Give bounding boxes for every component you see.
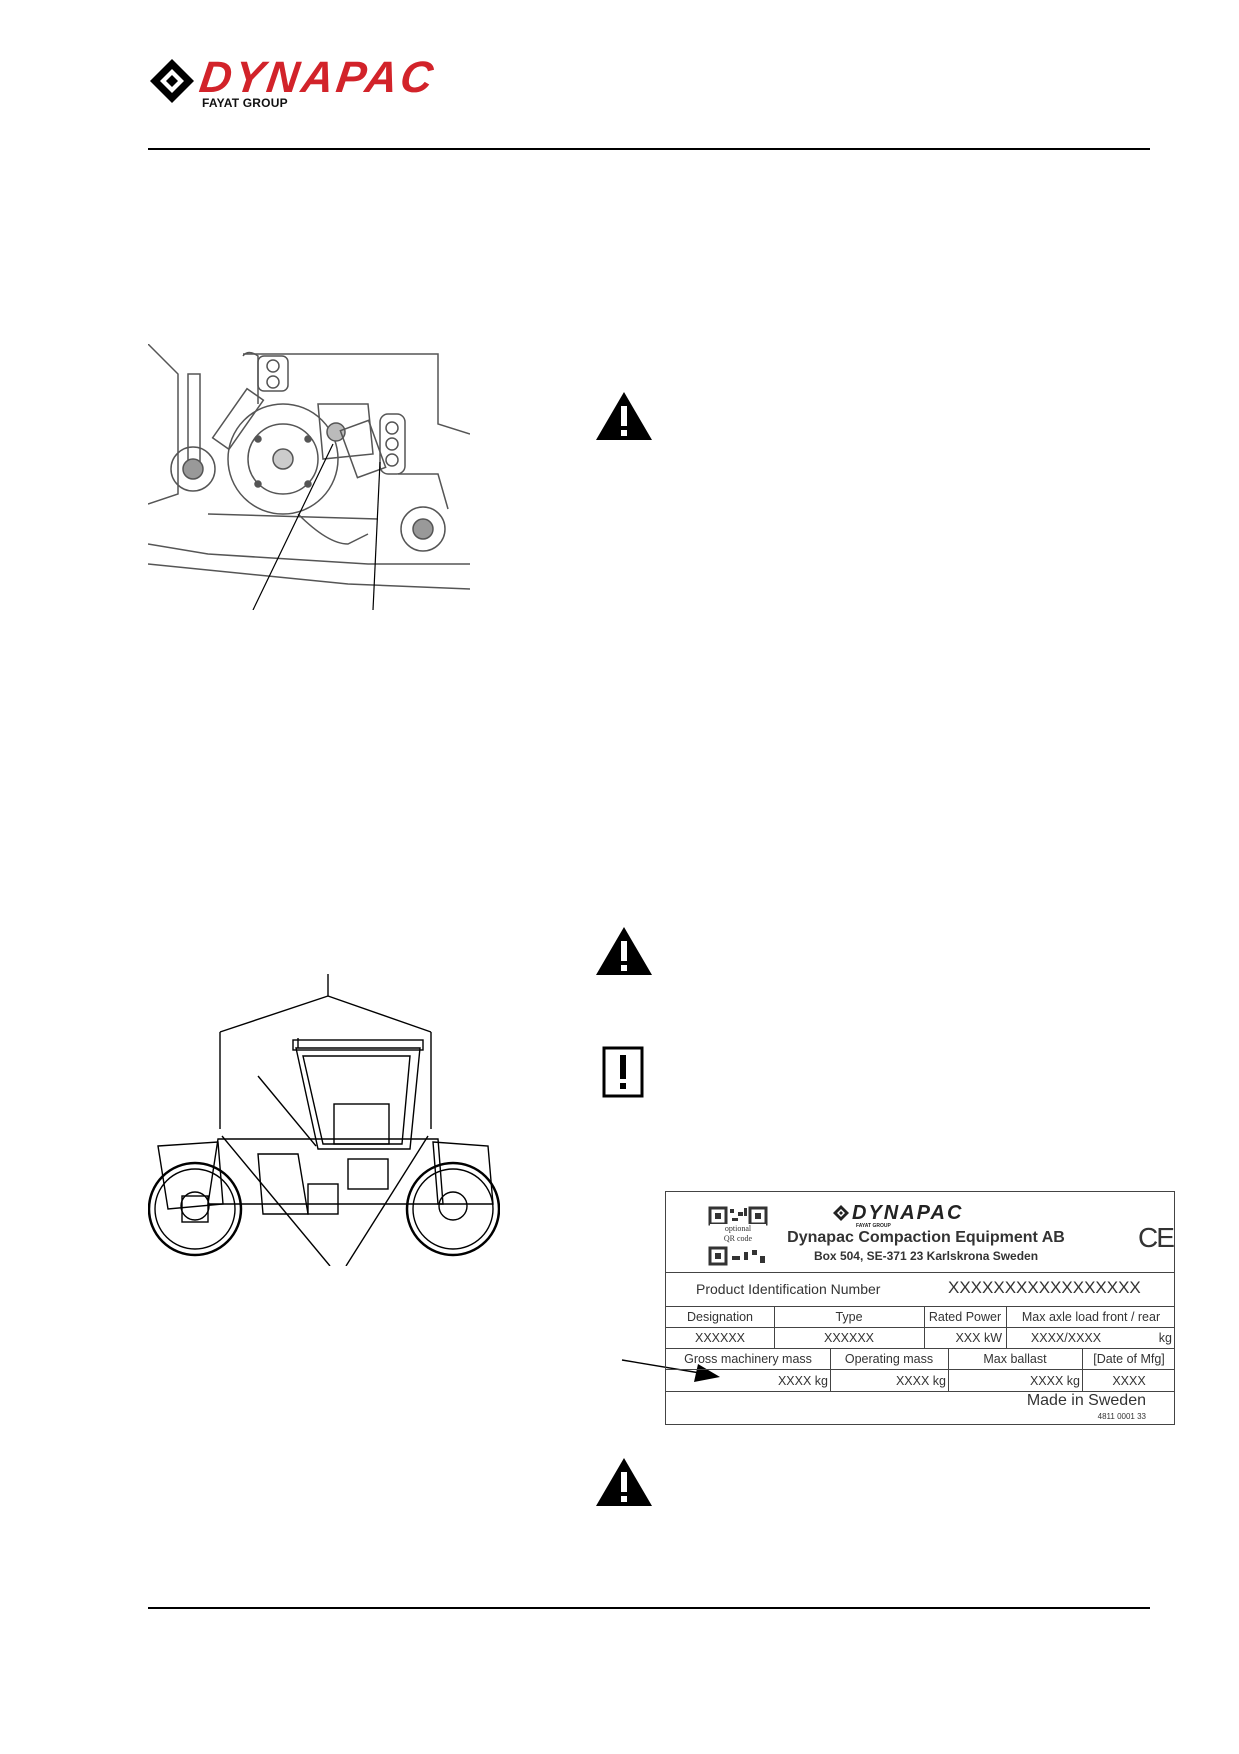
footer-rule — [148, 1607, 1150, 1609]
plate-company: Dynapac Compaction Equipment AB — [787, 1229, 1065, 1246]
value-max-axle-load-unit: kg — [1158, 1331, 1172, 1345]
value-max-ballast: XXXX kg — [1029, 1374, 1080, 1388]
value-designation: XXXXXX — [694, 1331, 746, 1345]
exclamation-box-icon — [602, 1046, 644, 1098]
plate-logo-text: DYNAPAC — [852, 1202, 964, 1224]
plate-address: Box 504, SE-371 23 Karlskrona Sweden — [813, 1249, 1039, 1263]
header-rule — [148, 148, 1150, 150]
roller-machine-illustration — [148, 974, 500, 1266]
ce-mark: CE — [1138, 1222, 1175, 1253]
header-gross-mass: Gross machinery mass — [684, 1352, 812, 1366]
header-operating-mass: Operating mass — [844, 1352, 934, 1366]
brand-subtitle: FAYAT GROUP — [202, 96, 288, 110]
value-date-of-mfg: XXXX — [1112, 1374, 1146, 1388]
dynapac-logo-icon — [150, 59, 194, 103]
value-operating-mass: XXXX kg — [895, 1374, 946, 1388]
plate-arrow — [621, 1359, 720, 1382]
value-gross-mass: XXXX kg — [777, 1374, 828, 1388]
plate-logo-subtitle: FAYAT GROUP — [856, 1223, 891, 1229]
value-max-axle-load: XXXX/XXXX — [1030, 1331, 1102, 1345]
header-designation: Designation — [686, 1310, 753, 1324]
warning-triangle-icon — [596, 1458, 652, 1506]
value-type: XXXXXX — [823, 1331, 875, 1345]
plate-part-number: 4811 0001 33 — [1097, 1412, 1146, 1421]
header-max-ballast: Max ballast — [983, 1352, 1047, 1366]
made-in: Made in Sweden — [1026, 1392, 1146, 1409]
header-type: Type — [835, 1310, 863, 1324]
header-rated-power: Rated Power — [928, 1310, 1002, 1324]
value-rated-power: XXX kW — [955, 1331, 1002, 1345]
warning-triangle-icon — [596, 392, 652, 440]
header-max-axle-load: Max axle load front / rear — [1021, 1310, 1161, 1324]
plate-logo-icon — [833, 1205, 849, 1221]
brand-name: DYNAPAC — [196, 53, 439, 102]
pin-value: XXXXXXXXXXXXXXXXX — [948, 1278, 1141, 1297]
hitch-illustration — [148, 344, 470, 610]
pin-label: Product Identification Number — [696, 1281, 881, 1297]
warning-triangle-icon — [596, 927, 652, 975]
header-date-of-mfg: [Date of Mfg] — [1093, 1352, 1165, 1366]
